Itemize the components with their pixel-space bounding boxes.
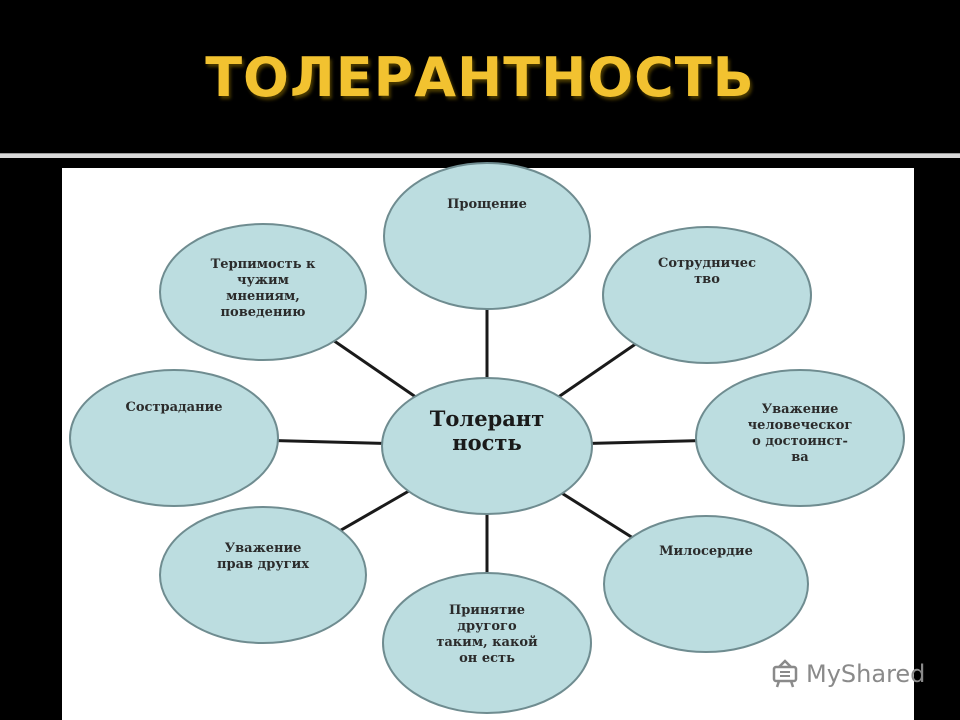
- slide-title: ТОЛЕРАНТНОСТЬ: [205, 46, 755, 109]
- node-center: [381, 377, 593, 515]
- node-cooperation: [602, 226, 812, 364]
- watermark: MyShared: [770, 657, 925, 691]
- title-divider: [0, 153, 960, 158]
- node-mercy: [603, 515, 809, 653]
- node-circles: [69, 162, 905, 714]
- node-compassion: [69, 369, 279, 507]
- node-acceptance: [382, 572, 592, 714]
- title-bar: ТОЛЕРАНТНОСТЬ: [0, 0, 960, 152]
- node-dignity: [695, 369, 905, 507]
- node-forgiveness: [383, 162, 591, 310]
- watermark-text: MyShared: [806, 660, 926, 688]
- node-rights: [159, 506, 367, 644]
- node-patience: [159, 223, 367, 361]
- shared-logo-icon: [772, 659, 798, 688]
